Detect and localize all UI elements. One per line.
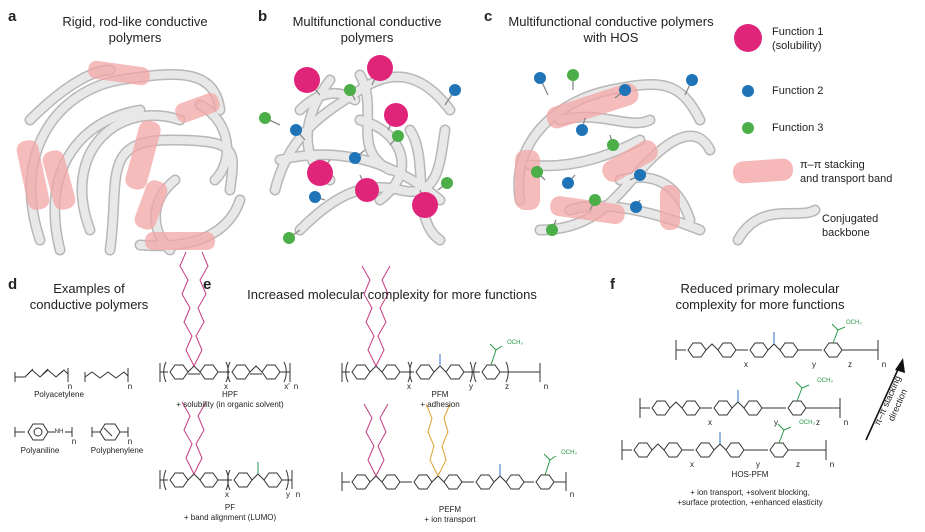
och3-label: OCH₃ <box>817 378 833 384</box>
hos-pfm-description: + ion transport, +solvent blocking, +sur… <box>677 488 823 507</box>
panel-c-stacking-bands <box>515 83 680 230</box>
subscript-x: x <box>690 460 694 469</box>
subscript-z: z <box>505 382 509 391</box>
panel-e-title: Increased molecular complexity for more … <box>247 287 537 302</box>
subscript-n: n <box>881 360 887 369</box>
subscript-y: y <box>812 360 816 369</box>
subscript-x-prime: x' <box>284 382 290 391</box>
subscript-x: x <box>407 382 411 391</box>
panel-e-letter: e <box>203 276 212 293</box>
function2-bead <box>290 124 302 136</box>
polyaniline-label: Polyaniline <box>20 446 60 455</box>
subscript-n: n <box>543 382 549 391</box>
function3-bead <box>283 232 295 244</box>
function3-bead <box>392 130 404 142</box>
function2-bead <box>562 177 574 189</box>
subscript-x: x <box>744 360 748 369</box>
subscript-n: n <box>293 382 299 391</box>
legend-function2-label: Function 2 <box>772 85 824 97</box>
legend-function3-label: Function 3 <box>772 122 824 134</box>
legend-backbone-label: Conjugated backbone <box>822 213 879 239</box>
panel-d-letter: d <box>8 276 18 293</box>
function1-bead <box>307 160 333 186</box>
function1-bead <box>412 192 438 218</box>
legend-symbols <box>732 24 821 246</box>
function2-bead <box>630 201 642 213</box>
panel-b-title: Multifunctional conductive polymers <box>292 14 442 45</box>
function2-bead <box>634 169 646 181</box>
hpf-label: HPF + solubility (in organic solvent) <box>176 390 284 409</box>
function3-bead <box>531 166 543 178</box>
polyacetylene-label: Polyacetylene <box>34 390 84 399</box>
subscript-n: n <box>843 418 849 427</box>
panel-f-structures <box>621 323 905 460</box>
subscript-x: x <box>225 490 229 499</box>
panel-c-function-beads <box>531 69 698 236</box>
function1-bead <box>294 67 320 93</box>
och3-label: OCH₃ <box>846 320 862 326</box>
pf-label: PF + band alignment (LUMO) <box>183 503 277 522</box>
subscript-y: y <box>756 460 760 469</box>
legend-function1-label: Function 1 (solubility) <box>772 26 824 52</box>
function1-bead <box>384 103 408 127</box>
function2-bead <box>349 152 361 164</box>
panel-a-stacking-bands <box>16 60 220 250</box>
och3-label: OCH₃ <box>507 340 523 346</box>
panel-b-letter: b <box>258 8 268 25</box>
panel-d-title: Examples of conductive polymers <box>29 281 149 312</box>
och3-label: OCH₃ <box>561 450 577 456</box>
subscript-n: n <box>71 437 77 446</box>
polyphenylene-label: Polyphenylene <box>90 446 144 455</box>
function1-bead <box>367 55 393 81</box>
function2-bead <box>534 72 546 84</box>
subscript-z: z <box>796 460 800 469</box>
panel-f-letter: f <box>610 276 615 293</box>
subscript-y: y <box>469 382 473 391</box>
och3-label: OCH₃ <box>799 420 815 426</box>
panel-f-title: Reduced primary molecular complexity for… <box>675 281 845 312</box>
function3-bead <box>441 177 453 189</box>
function2-bead <box>619 84 631 96</box>
subscript-y: y <box>286 490 290 499</box>
function3-bead <box>567 69 579 81</box>
function3-bead <box>344 84 356 96</box>
function3-bead <box>589 194 601 206</box>
subscript-n: n <box>127 437 133 446</box>
legend-stacking-label: π–π stacking and transport band <box>800 159 893 185</box>
function2-bead <box>576 124 588 136</box>
legend-stacking-swatch <box>732 158 794 184</box>
function2-bead <box>686 74 698 86</box>
function2-bead <box>309 191 321 203</box>
subscript-y: y <box>774 418 778 427</box>
function3-bead <box>259 112 271 124</box>
subscript-n: n <box>829 460 835 469</box>
subscript-n: n <box>569 490 575 499</box>
function3-bead <box>607 139 619 151</box>
panel-c-title: Multifunctional conductive polymers with… <box>508 14 714 45</box>
subscript-x: x <box>224 382 228 391</box>
pefm-label: PEFM + ion transport <box>424 505 476 524</box>
legend-function2-swatch <box>742 85 754 97</box>
nh-label: NH <box>54 429 64 435</box>
panel-b-function-beads <box>259 55 461 244</box>
subscript-z: z <box>848 360 852 369</box>
panel-c-letter: c <box>484 8 493 25</box>
panel-d-structures <box>14 368 129 441</box>
hos-pfm-name: HOS-PFM <box>731 470 769 479</box>
subscript-n: n <box>67 382 73 391</box>
legend-function1-swatch <box>734 24 762 52</box>
subscript-x: x <box>708 418 712 427</box>
panel-a-letter: a <box>8 8 17 25</box>
subscript-n: n <box>295 490 301 499</box>
legend-function3-swatch <box>742 122 754 134</box>
function1-bead <box>355 178 379 202</box>
function3-bead <box>546 224 558 236</box>
pfm-label: PFM + adhesion <box>420 390 460 409</box>
subscript-z: z <box>816 418 820 427</box>
subscript-n: n <box>127 382 133 391</box>
panel-e-structures <box>159 251 567 491</box>
panel-a-title: Rigid, rod-like conductive polymers <box>62 14 208 45</box>
function2-bead <box>449 84 461 96</box>
